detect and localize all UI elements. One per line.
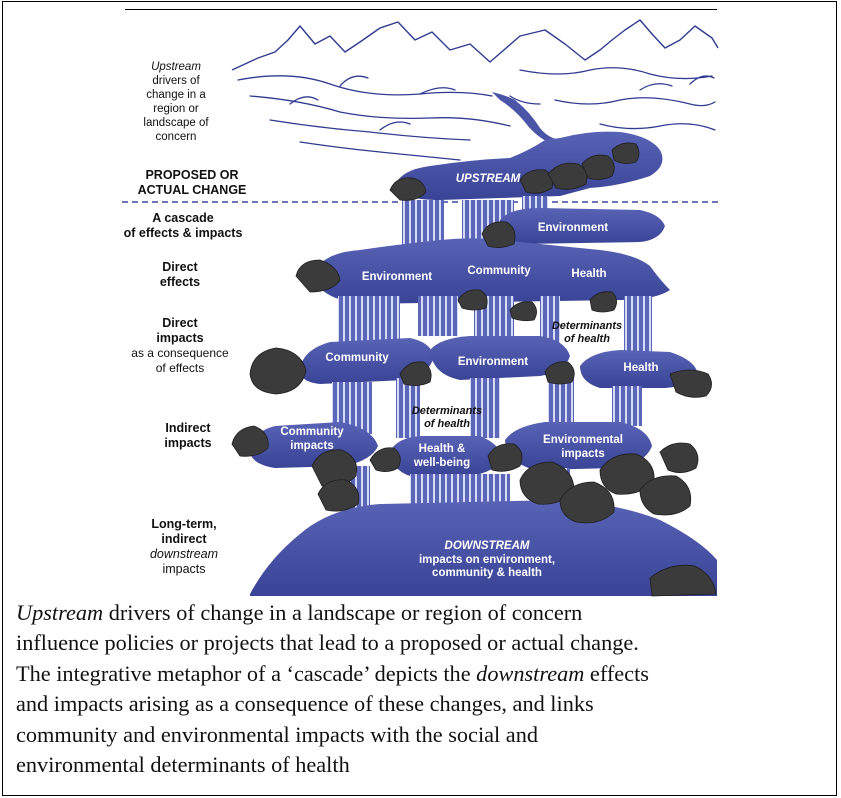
- svg-text:Upstream: Upstream: [151, 61, 201, 73]
- label-direct-effects: Direct effects: [160, 260, 200, 289]
- svg-text:Direct: Direct: [162, 316, 198, 330]
- caption-text: The integrative metaphor of a ‘cascade’ …: [16, 660, 477, 686]
- label-tier4-environmental: Environmental: [543, 434, 623, 446]
- label-downstream-line3: community & health: [432, 567, 542, 579]
- waterfall: [540, 296, 560, 348]
- pool-tier4-health: [390, 436, 502, 476]
- svg-text:downstream: downstream: [150, 547, 218, 561]
- label-downstream: DOWNSTREAM: [445, 540, 530, 552]
- label-tier4-environmental-2: impacts: [561, 448, 604, 460]
- waterfall: [418, 296, 458, 336]
- svg-text:PROPOSED OR: PROPOSED OR: [145, 168, 238, 182]
- svg-text:change in a: change in a: [146, 89, 206, 101]
- caption-text: drivers of change in a landscape or regi…: [103, 600, 583, 625]
- svg-text:ACTUAL CHANGE: ACTUAL CHANGE: [138, 183, 247, 197]
- cascade-diagram: Upstream drivers of change in a region o…: [122, 19, 719, 597]
- caption-line: Upstream drivers of change in a landscap…: [16, 598, 828, 628]
- pool-tier3-health: [580, 350, 698, 388]
- label-downstream-line2: impacts on environment,: [419, 554, 555, 566]
- label-tier2-environment: Environment: [362, 271, 432, 283]
- label-tier4-community-impacts-2: impacts: [290, 440, 333, 452]
- figure-caption: Upstream drivers of change in a landscap…: [16, 598, 828, 780]
- svg-text:A cascade: A cascade: [152, 211, 213, 225]
- downstream-lake: [250, 500, 717, 596]
- waterfall: [338, 296, 400, 344]
- label-cascade: A cascade of effects & impacts: [124, 211, 243, 240]
- caption-line: and impacts arising as a consequence of …: [16, 691, 594, 717]
- svg-text:Long-term,: Long-term,: [151, 517, 216, 531]
- svg-text:impacts: impacts: [164, 436, 211, 450]
- caption-line: The integrative metaphor of a ‘cascade’ …: [16, 659, 828, 689]
- label-tier2-health: Health: [571, 268, 606, 280]
- label-direct-impacts: Direct impacts as a consequence of effec…: [131, 316, 229, 375]
- caption-line: influence policies or projects that lead…: [16, 630, 639, 656]
- pool-tier1-environment: [500, 208, 665, 244]
- svg-text:landscape of: landscape of: [143, 117, 209, 129]
- caption-emphasis: Upstream: [16, 600, 104, 625]
- caption-line: environmental determinants of health: [16, 752, 350, 778]
- label-tier4-health: Health &: [419, 443, 466, 455]
- waterfall: [396, 378, 420, 438]
- waterfall: [470, 378, 500, 438]
- label-tier3-determinants: Determinants: [552, 320, 622, 332]
- label-indirect-impacts: Indirect impacts: [164, 421, 211, 450]
- waterfall: [624, 296, 652, 352]
- label-tier4-community-impacts: Community: [280, 426, 344, 438]
- pool-tier3-environment: [430, 336, 570, 380]
- top-rule: [125, 9, 717, 10]
- upstream-pool: [395, 131, 663, 200]
- svg-text:concern: concern: [156, 131, 197, 143]
- label-tier3-determinants-sub: of health: [564, 333, 610, 345]
- svg-text:effects: effects: [160, 275, 200, 289]
- label-upstream: UPSTREAM: [456, 173, 521, 185]
- svg-text:impacts: impacts: [156, 331, 203, 345]
- svg-text:as a consequence: as a consequence: [131, 346, 229, 360]
- pool-tier2: [318, 238, 670, 304]
- label-tier2-community: Community: [467, 265, 531, 277]
- waterfall: [548, 376, 574, 430]
- waterfall: [612, 386, 642, 426]
- svg-text:impacts: impacts: [162, 562, 205, 576]
- svg-text:Indirect: Indirect: [165, 421, 211, 435]
- label-proposed-change: PROPOSED OR ACTUAL CHANGE: [138, 168, 247, 197]
- main-river: [492, 92, 560, 145]
- mountain-outline: [231, 19, 719, 71]
- label-tier3-environment: Environment: [458, 356, 528, 368]
- caption-line: community and environmental impacts with…: [16, 721, 538, 747]
- svg-text:Direct: Direct: [162, 260, 198, 274]
- caption-emphasis: downstream: [476, 660, 585, 686]
- caption-text: effects: [584, 660, 649, 686]
- svg-text:drivers of: drivers of: [152, 75, 200, 87]
- svg-text:of effects: of effects: [156, 361, 204, 375]
- svg-text:of effects & impacts: of effects & impacts: [124, 226, 243, 240]
- river-tributaries: [237, 67, 716, 161]
- label-long-term: Long-term, indirect downstream impacts: [150, 517, 218, 576]
- label-tier4-determinants: Determinants: [412, 405, 482, 417]
- label-tier4-determinants-sub: of health: [424, 418, 470, 430]
- label-tier3-health: Health: [623, 362, 658, 374]
- label-upstream-drivers: Upstream drivers of change in a region o…: [143, 61, 209, 143]
- svg-text:indirect: indirect: [161, 532, 207, 546]
- label-tier1-environment: Environment: [538, 222, 608, 234]
- label-tier4-wellbeing: well-being: [413, 457, 470, 469]
- label-tier3-community: Community: [325, 352, 389, 364]
- svg-text:region or: region or: [153, 103, 199, 115]
- rocks: [231, 142, 717, 597]
